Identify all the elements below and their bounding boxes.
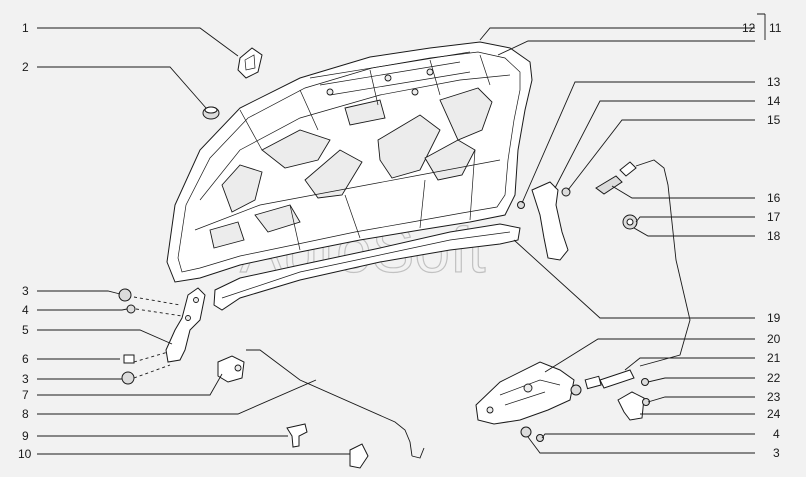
hinge-assembly (118, 287, 206, 385)
washer-3a (118, 288, 132, 302)
callout-5: 5 (22, 323, 29, 337)
callout-2: 2 (22, 60, 29, 74)
callout-3c: 3 (773, 446, 780, 460)
cable-end-parts (595, 159, 691, 367)
callout-19: 19 (767, 311, 781, 325)
callout-15: 15 (767, 113, 781, 127)
leader-lines (37, 13, 766, 455)
part-1-bumper (237, 47, 263, 79)
washer-3b (121, 371, 135, 385)
callout-14: 14 (767, 94, 781, 108)
bolt-6 (123, 354, 135, 364)
callout-24: 24 (767, 407, 781, 421)
callout-23: 23 (767, 390, 781, 404)
callout-6: 6 (22, 352, 29, 366)
callout-12: 12 (742, 21, 756, 35)
callout-9: 9 (22, 429, 29, 443)
callout-20: 20 (767, 332, 781, 346)
callout-3a: 3 (22, 284, 29, 298)
callout-16: 16 (767, 191, 781, 205)
hood-seal-strip (213, 223, 521, 311)
hood-lock (475, 361, 635, 442)
part-2-cap (202, 106, 220, 120)
part-8-prop-rod (246, 349, 425, 459)
callout-17: 17 (767, 210, 781, 224)
callout-11: 11 (769, 21, 782, 35)
callout-4b: 4 (773, 427, 780, 441)
part-10-clip (349, 443, 369, 469)
callout-3b: 3 (22, 372, 29, 386)
callout-7: 7 (22, 388, 29, 402)
part-9-bolt (286, 423, 308, 448)
callout-21: 21 (767, 351, 781, 365)
callout-18: 18 (767, 229, 781, 243)
part-7-clip (217, 355, 245, 383)
hood-panel (166, 41, 533, 283)
callout-10: 10 (18, 447, 32, 461)
callout-8: 8 (22, 407, 29, 421)
callout-1: 1 (22, 21, 29, 35)
callout-4a: 4 (22, 303, 29, 317)
callout-13: 13 (767, 75, 781, 89)
nut-4a (126, 304, 136, 314)
safety-catch (517, 181, 571, 261)
callout-22: 22 (767, 371, 781, 385)
